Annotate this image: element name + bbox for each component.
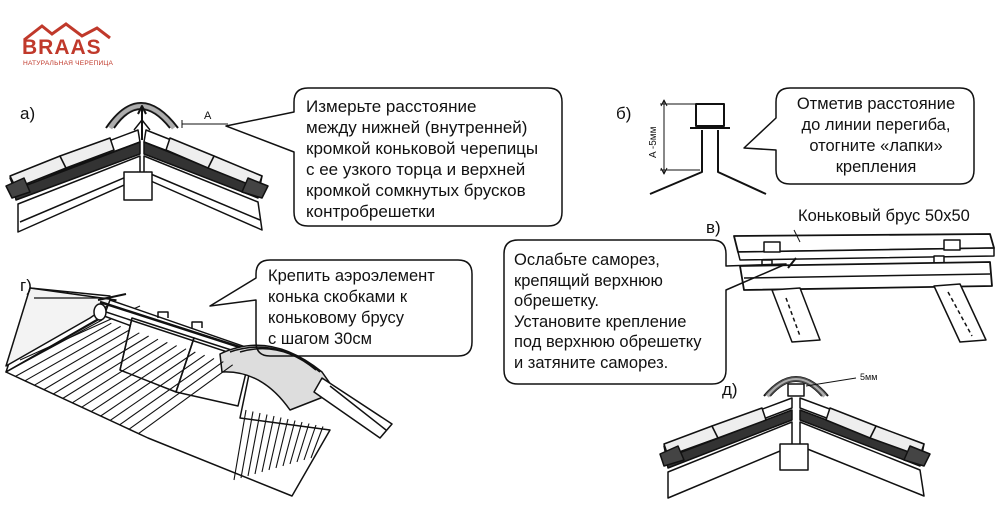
- corrugation-line: [282, 420, 296, 467]
- step-a-label: а): [20, 104, 36, 123]
- callout-b-bubble: [743, 87, 975, 185]
- dim-a-label: A: [204, 110, 212, 122]
- callout-a-line: кромкой коньковой черепицы: [306, 139, 539, 158]
- drawing-v-ridge-beam: [733, 229, 995, 343]
- callout-a-line: между нижней (внутренней): [306, 118, 528, 137]
- brand-name: BRAAS: [22, 36, 102, 59]
- dim-d-label: 5мм: [860, 372, 878, 382]
- corrugation-line: [303, 424, 317, 461]
- callout-v-text: Ослабьте саморез, крепящий верхнюю обреш…: [514, 250, 701, 373]
- callout-a-text: Измерьте расстояние между нижней (внутре…: [306, 96, 538, 222]
- dim-b-label: A -5мм: [648, 126, 659, 158]
- roof-logo-icon: [23, 22, 111, 42]
- drawing-a-ridge-section: [5, 102, 269, 233]
- corrugation-line: [128, 361, 224, 430]
- callout-b-line: отогните «лапки»: [809, 137, 943, 155]
- braas-logo: BRAAS НАТУРАЛЬНАЯ ЧЕРЕПИЦА: [22, 22, 114, 72]
- callout-v-line: и затяните саморез.: [514, 353, 669, 372]
- callout-g-text: Крепить аэроэлемент конька скобками к ко…: [268, 266, 435, 350]
- corrugation-line: [254, 414, 268, 475]
- callout-v-line: Ослабьте саморез,: [514, 251, 660, 269]
- corrugation-line: [296, 423, 310, 463]
- step-g-label: г): [20, 276, 32, 295]
- callout-g-bubble: [209, 259, 473, 357]
- drawing-b-bracket: [649, 99, 767, 195]
- callout-a-line: контробрешетки: [306, 202, 436, 221]
- callout-v-line: крепящий верхнюю: [514, 271, 663, 290]
- step-v-label: в): [706, 218, 721, 237]
- callout-b-line: крепления: [835, 158, 917, 176]
- corrugation-line: [24, 325, 121, 382]
- callout-g-line: с шагом 30см: [268, 330, 372, 348]
- corrugation-line: [310, 426, 324, 459]
- callout-g-line: коньковому брусу: [268, 309, 404, 327]
- drawing-d-ridge-section: [659, 376, 931, 499]
- corrugation-line: [109, 354, 205, 421]
- callout-a-line: с ее узкого торца и верхней: [306, 160, 526, 179]
- corrugation-line: [138, 364, 233, 435]
- corrugation-line: [240, 411, 254, 479]
- callout-v-bubble: [503, 239, 787, 385]
- callout-b-line: до линии перегиба,: [801, 116, 951, 134]
- drawing-g-corrugated-roof: [5, 287, 393, 497]
- corrugation-line: [268, 417, 282, 471]
- callout-v-line: Установите крепление: [514, 312, 687, 331]
- brand-tagline: НАТУРАЛЬНАЯ ЧЕРЕПИЦА: [23, 60, 114, 67]
- corrugation-line: [289, 421, 303, 465]
- corrugation-line: [100, 351, 196, 417]
- corrugation-line: [119, 357, 215, 426]
- step-d-label: д): [722, 380, 738, 399]
- corrugation-line: [43, 332, 140, 391]
- corrugation-line: [15, 322, 112, 377]
- ridge-beam-title: Коньковый брус 50x50: [798, 207, 970, 225]
- callout-b-text: Отметив расстояние до линии перегиба, от…: [786, 94, 966, 178]
- corrugation-line: [62, 338, 159, 399]
- callout-a-line: Измерьте расстояние: [306, 97, 477, 116]
- corrugation-line: [261, 415, 275, 473]
- corrugation-line: [247, 412, 261, 477]
- corrugation-line: [275, 418, 289, 469]
- corrugation-line: [5, 319, 103, 373]
- corrugation-line: [34, 329, 131, 386]
- corrugation-line: [90, 348, 187, 413]
- corrugation-line: [53, 335, 149, 395]
- step-b-label: б): [616, 104, 632, 123]
- callout-b-line: Отметив расстояние: [796, 95, 956, 113]
- corrugation-line: [81, 345, 177, 408]
- corrugation-line: [233, 409, 247, 481]
- callout-v-line: обрешетку.: [514, 292, 599, 310]
- callout-a-bubble: [225, 87, 563, 227]
- callout-v-line: под верхнюю обрешетку: [514, 333, 702, 351]
- callout-a-line: кромкой сомкнутых брусков: [306, 181, 526, 200]
- callout-g-line: конька скобками к: [268, 288, 408, 306]
- callout-g-line: Крепить аэроэлемент: [268, 267, 435, 285]
- corrugation-line: [71, 341, 168, 404]
